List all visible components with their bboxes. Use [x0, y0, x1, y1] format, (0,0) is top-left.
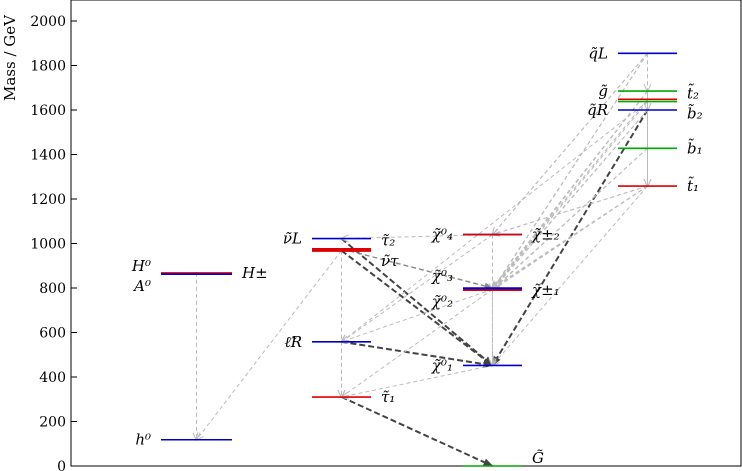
level-label-chi40: χ̃⁰₄	[431, 226, 453, 244]
level-label-qL: q̃L	[588, 44, 608, 62]
decay-arrow-t1-chi40	[493, 185, 648, 235]
decay-arrow-nuL-chi10	[340, 237, 494, 367]
decay-arrow-tau2-chi10	[340, 249, 494, 367]
decay-arrow-chi20-lR	[342, 288, 493, 342]
level-label-gluino: g̃	[598, 82, 608, 100]
level-label-A0: A⁰	[132, 277, 151, 295]
y-tick-label: 800	[39, 281, 66, 297]
level-label-t2: t̃₂	[687, 83, 699, 102]
decay-arrow-chi20-tau1	[342, 288, 493, 397]
decay-arrow-b2-chi20	[493, 101, 648, 290]
level-label-chi10: χ̃⁰₁	[431, 356, 453, 374]
decay-arrow-tau1-Gravitino	[341, 396, 494, 467]
decay-arrow-qL-chi2pm	[493, 52, 648, 234]
level-label-lR: ℓ̃R	[284, 333, 302, 351]
level-label-b1: b̃₁	[687, 138, 703, 157]
y-tick-label: 0	[57, 459, 66, 471]
y-tick-label: 1000	[30, 237, 66, 253]
decay-arrow-b1-chi1pm	[493, 147, 648, 290]
decay-arrow-qR-chi1pm	[493, 109, 648, 290]
decay-arrow-lR-chi10	[341, 340, 494, 368]
y-tick-label: 1800	[30, 59, 66, 75]
level-label-H0: H⁰	[131, 257, 151, 275]
level-label-tau1: τ̃₁	[381, 388, 395, 406]
y-tick-label: 600	[39, 326, 66, 342]
decay-arrow-gluino-chi30	[493, 90, 648, 288]
level-label-t1: t̃₁	[687, 176, 699, 195]
decay-arrows	[197, 52, 648, 467]
y-axis: 0 200 400 600 800 1000 1200 1400 1600 1800 2000	[30, 14, 77, 471]
level-label-h0: h⁰	[135, 431, 151, 449]
y-tick-label: 1400	[30, 148, 66, 164]
level-label-chi2pm: χ̃±₂	[531, 226, 560, 244]
y-tick-label: 200	[39, 415, 66, 431]
decay-arrow-nutau-chi30	[341, 248, 494, 290]
level-label-chi30: χ̃⁰₃	[431, 267, 453, 285]
level-label-chi20: χ̃⁰₂	[431, 292, 453, 310]
level-label-nuL: ν̃L	[283, 230, 302, 248]
y-tick-label: 400	[39, 370, 66, 386]
decay-arrow-qL-chi1pm	[493, 52, 648, 290]
level-label-nutau: ν̃τ	[381, 252, 399, 270]
level-label-b2: b̃₂	[687, 103, 703, 122]
decay-arrow-t2-chi30	[493, 99, 648, 288]
level-label-H0: H±	[241, 264, 268, 282]
mass-levels	[161, 52, 677, 467]
decay-arrow-b2-lR	[342, 101, 648, 342]
level-labels: h⁰ H⁰ H± A⁰ ν̃L τ̃₂ ν̃τ ℓ̃R τ̃₁ χ̃⁰₄ χ̃±₂ χ̃⁰₃ χ̃⁰₂ χ…	[131, 44, 703, 467]
decay-arrow-chi40-lR	[342, 234, 493, 342]
y-tick-label: 1600	[30, 103, 66, 119]
decay-arrow-tau2-h0	[197, 250, 342, 440]
y-axis-label: Mass / GeV	[1, 14, 19, 101]
decay-arrow-chi10-tau1	[342, 364, 493, 397]
y-tick-label: 2000	[30, 14, 66, 30]
level-label-Gravitino: G̃	[532, 449, 544, 467]
y-tick-label: 1200	[30, 192, 66, 208]
level-label-qR: q̃R	[587, 101, 608, 119]
plot-frame	[70, 0, 742, 467]
decay-arrow-t1-chi10	[493, 185, 648, 365]
level-label-tau2: τ̃₂	[381, 232, 395, 250]
level-label-chi1pm: χ̃±₁	[531, 281, 560, 299]
decay-arrow-t1-chi30	[493, 185, 648, 288]
